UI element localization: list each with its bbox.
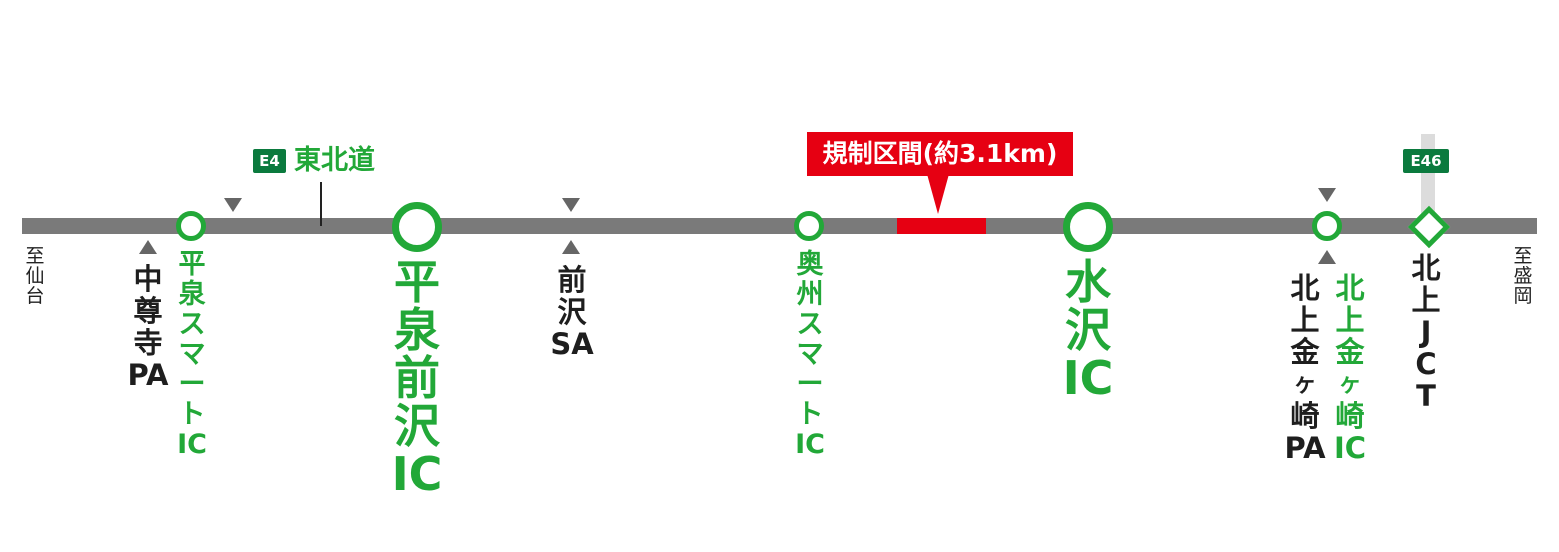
sa-marker-maesawa-down <box>562 198 580 212</box>
ic-marker-mizusawa <box>1063 202 1113 252</box>
regulation-pointer <box>927 174 949 214</box>
ic-marker-oshu-smart <box>794 211 824 241</box>
highway-name-leader-line <box>320 182 322 226</box>
ic-marker-hiraizumi-smart <box>176 211 206 241</box>
regulation-label: 規制区間(約3.1km) <box>807 132 1073 176</box>
direction-sendai: 至仙台 <box>25 245 45 307</box>
pa-marker-chusonji-opposite <box>224 198 242 212</box>
pa-marker-kanegasaki-up <box>1318 250 1336 264</box>
jct-marker-kitakami <box>1407 205 1451 249</box>
highway-name: 東北道 <box>294 145 375 176</box>
e4-route-shield: E4 <box>253 149 286 173</box>
regulation-section-bar <box>897 218 986 234</box>
e46-route-shield: E46 <box>1403 149 1449 173</box>
ic-marker-hiraizumi-maesawa <box>392 202 442 252</box>
pa-marker-chusonji <box>139 240 157 254</box>
ic-marker-kanegasaki <box>1312 211 1342 241</box>
expressway-road <box>22 218 1537 234</box>
direction-morioka: 至盛岡 <box>1513 245 1533 307</box>
sa-marker-maesawa-up <box>562 240 580 254</box>
pa-marker-kanegasaki-down <box>1318 188 1336 202</box>
